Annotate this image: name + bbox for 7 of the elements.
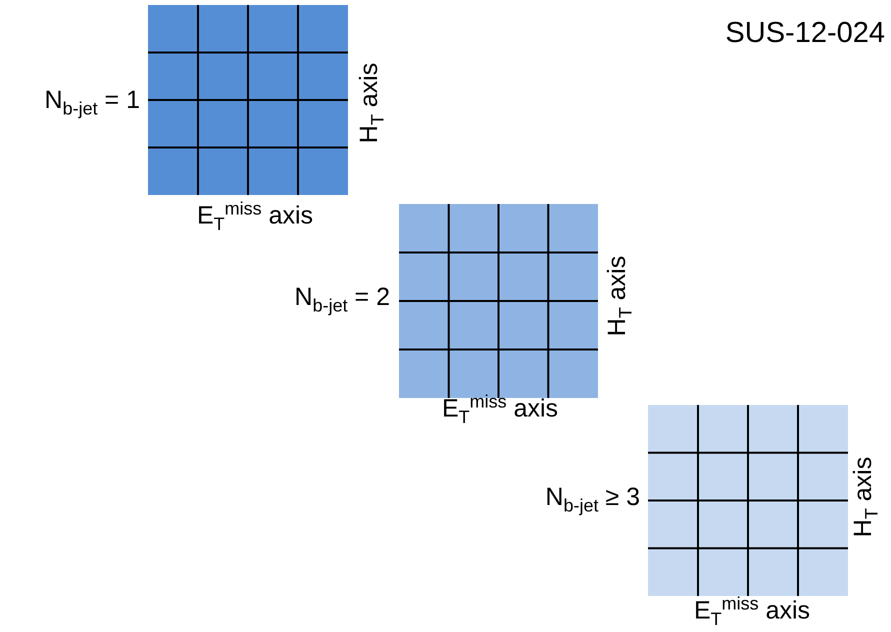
axis-label: E$_{T}$$^{miss}$ axis xyxy=(196,199,314,235)
axis-label: E$_{T}$$^{miss}$ axis xyxy=(442,392,558,428)
b-jet-count-label: N$_{b-jet}$ ≥ 3 xyxy=(545,484,640,516)
b-jet-count-label: N$_{b-jet}$ = 2 xyxy=(294,284,390,316)
axis-label: E$_{T}$$^{miss}$ axis xyxy=(694,594,810,630)
title: SUS-12-024 xyxy=(725,18,885,50)
b-jet-count-label: N$_{b-jet}$ = 1 xyxy=(44,86,140,120)
